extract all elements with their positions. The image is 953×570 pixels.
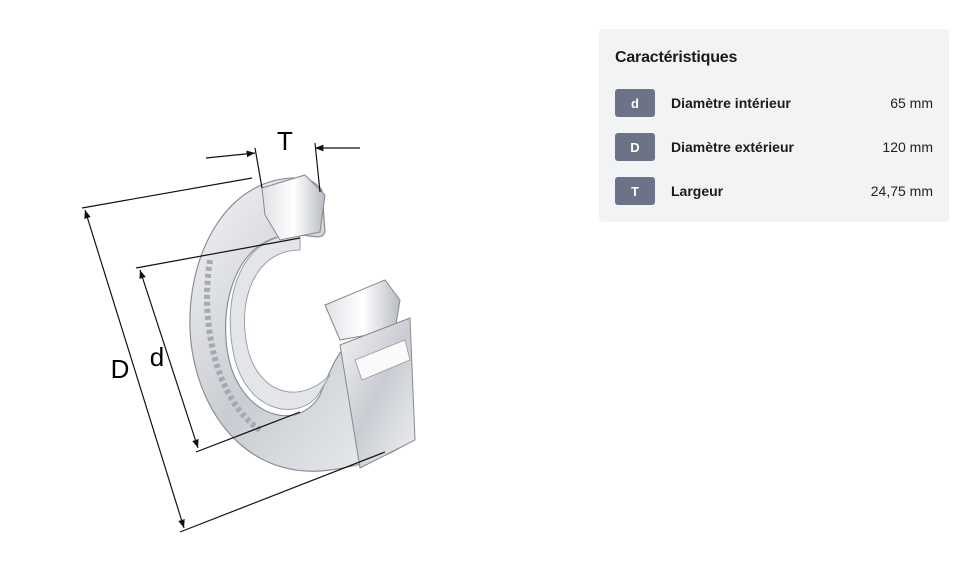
symbol-badge: T: [615, 177, 655, 205]
bearing-body: [189, 174, 416, 472]
characteristic-label: Diamètre extérieur: [671, 139, 794, 155]
tapered-roller-bearing-drawing: D d T: [81, 126, 416, 533]
characteristic-value: 65 mm: [890, 95, 933, 111]
symbol-badge: d: [615, 89, 655, 117]
inner-diameter-label: d: [150, 342, 164, 372]
characteristics-panel: Caractéristiques d Diamètre intérieur 65…: [599, 29, 949, 222]
characteristic-value: 24,75 mm: [870, 183, 933, 199]
symbol-badge: D: [615, 133, 655, 161]
outer-diameter-label: D: [111, 354, 130, 384]
characteristic-label: Diamètre intérieur: [671, 95, 791, 111]
characteristic-row-outer-diameter: D Diamètre extérieur 120 mm: [615, 133, 933, 161]
dimension-lines: [81, 142, 386, 533]
characteristic-value: 120 mm: [882, 139, 933, 155]
characteristic-row-width: T Largeur 24,75 mm: [615, 177, 933, 205]
characteristic-label: Largeur: [671, 183, 724, 199]
characteristic-row-inner-diameter: d Diamètre intérieur 65 mm: [615, 89, 933, 117]
width-label: T: [277, 126, 293, 156]
characteristics-title: Caractéristiques: [615, 49, 738, 66]
